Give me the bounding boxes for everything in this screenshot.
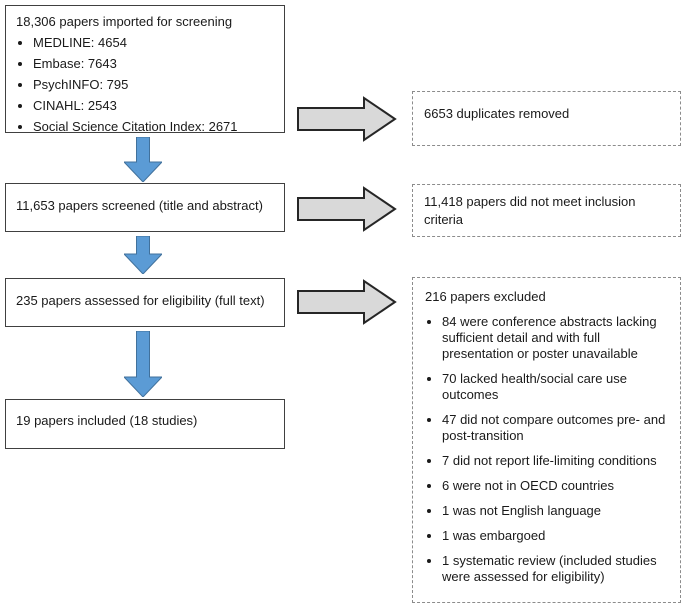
list-item: MEDLINE: 4654	[33, 32, 274, 53]
list-item: 6 were not in OECD countries	[442, 478, 668, 494]
box-papers-included-title: 19 papers included (18 studies)	[16, 413, 198, 428]
list-item: 84 were conference abstracts lacking suf…	[442, 314, 668, 362]
box-not-meeting-inclusion: 11,418 papers did not meet inclusion cri…	[412, 184, 681, 237]
box-papers-excluded: 216 papers excluded 84 were conference a…	[412, 277, 681, 603]
box-not-meeting-inclusion-title: 11,418 papers did not meet inclusion cri…	[424, 194, 636, 227]
down-arrow-shape	[124, 331, 162, 397]
imported-sources-list: MEDLINE: 4654 Embase: 7643 PsychINFO: 79…	[16, 32, 274, 137]
down-arrow-icon	[124, 236, 162, 274]
list-item: 7 did not report life-limiting condition…	[442, 453, 668, 469]
list-item: 1 was embargoed	[442, 528, 668, 544]
box-papers-imported-title: 18,306 papers imported for screening	[16, 14, 233, 29]
list-item: 1 was not English language	[442, 503, 668, 519]
list-item: 70 lacked health/social care use outcome…	[442, 371, 668, 403]
box-papers-excluded-title: 216 papers excluded	[425, 289, 546, 304]
down-arrow-icon	[124, 137, 162, 182]
box-papers-screened-title: 11,653 papers screened (title and abstra…	[16, 198, 263, 213]
down-arrow-icon	[124, 331, 162, 397]
list-item: Embase: 7643	[33, 53, 274, 74]
right-arrow-shape	[297, 96, 397, 142]
box-papers-screened: 11,653 papers screened (title and abstra…	[5, 183, 285, 232]
right-arrow-icon	[297, 96, 397, 142]
list-item: CINAHL: 2543	[33, 95, 274, 116]
box-papers-imported: 18,306 papers imported for screening MED…	[5, 5, 285, 134]
down-arrow-shape	[124, 236, 162, 274]
down-arrow-shape	[124, 137, 162, 182]
box-papers-included: 19 papers included (18 studies)	[5, 399, 285, 449]
right-arrow-shape	[297, 186, 397, 232]
right-arrow-icon	[297, 279, 397, 325]
box-duplicates-removed: 6653 duplicates removed	[412, 91, 681, 146]
right-arrow-icon	[297, 186, 397, 232]
box-papers-assessed-eligibility-title: 235 papers assessed for eligibility (ful…	[16, 293, 265, 308]
list-item: PsychINFO: 795	[33, 74, 274, 95]
box-papers-assessed-eligibility: 235 papers assessed for eligibility (ful…	[5, 278, 285, 327]
list-item: Social Science Citation Index: 2671	[33, 116, 274, 137]
list-item: 47 did not compare outcomes pre- and pos…	[442, 412, 668, 444]
right-arrow-shape	[297, 279, 397, 325]
exclusion-reasons-list: 84 were conference abstracts lacking suf…	[425, 314, 668, 585]
list-item: 1 systematic review (included studies we…	[442, 553, 668, 585]
box-duplicates-removed-title: 6653 duplicates removed	[424, 106, 570, 121]
